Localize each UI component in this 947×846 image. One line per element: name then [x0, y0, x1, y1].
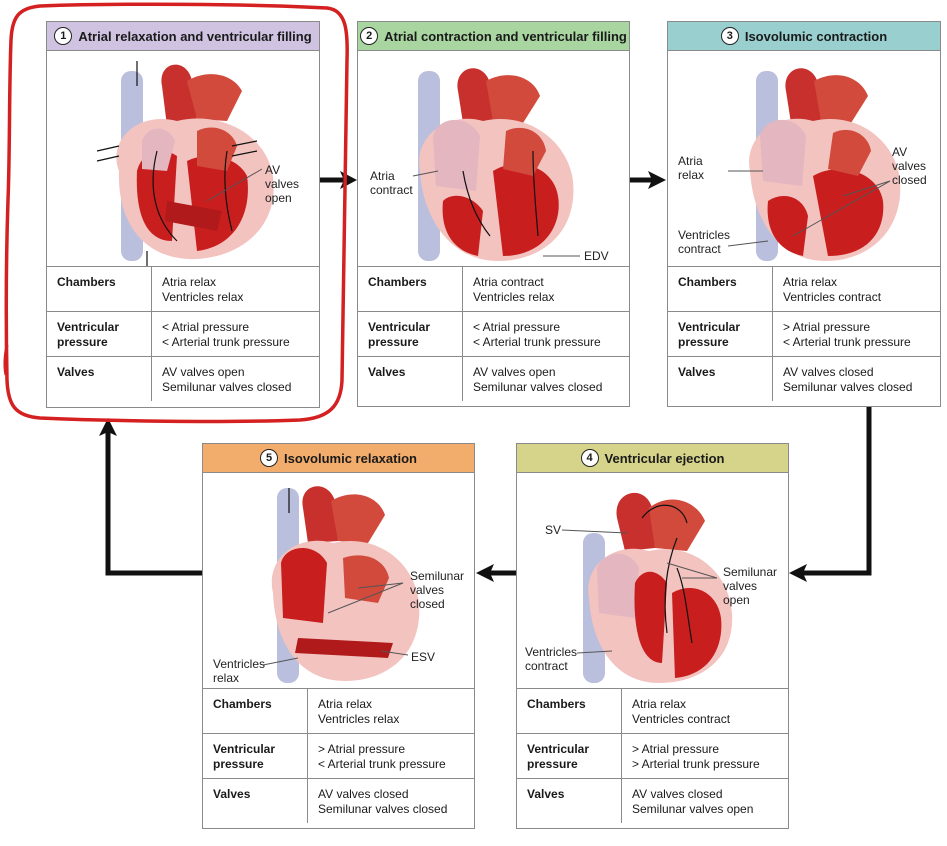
label-chambers: Chambers — [47, 267, 152, 312]
stage-title: Atrial relaxation and ventricular fillin… — [78, 28, 312, 44]
label-valves: Valves — [203, 778, 308, 823]
heart-illustration: Atria contract EDV — [358, 51, 629, 267]
value-ventricular-pressure: > Atrial pressure> Arterial trunk pressu… — [621, 733, 788, 779]
stage-title: Isovolumic relaxation — [284, 450, 417, 466]
stage-title: Atrial contraction and ventricular filli… — [384, 28, 627, 44]
stage-panel-3: 3 Isovolumic contraction Atria relax AV … — [667, 21, 941, 407]
stage-4-header: 4 Ventricular ejection — [517, 444, 788, 473]
label-valves: Valves — [668, 356, 773, 401]
label-chambers: Chambers — [517, 689, 622, 734]
stage-panel-1: 1 Atrial relaxation and ventricular fill… — [46, 21, 320, 408]
callout-semilunar-valves-closed: Semilunar valves closed — [410, 569, 465, 611]
stage-panel-5: 5 Isovolumic relaxation Semilunar valves… — [202, 443, 475, 829]
stage-1-header: 1 Atrial relaxation and ventricular fill… — [47, 22, 319, 51]
callout-atria-contract: Atria contract — [370, 169, 413, 197]
heart-illustration: SV Semilunar valves open Ventricles cont… — [517, 473, 788, 689]
stage-3-header: 3 Isovolumic contraction — [668, 22, 940, 51]
heart-illustration: Semilunar valves closed ESV Ventricles r… — [203, 473, 474, 689]
callout-av-valves-open: AV valves open — [265, 163, 300, 205]
stage-title: Ventricular ejection — [604, 450, 725, 466]
stage-number-badge: 1 — [54, 27, 73, 45]
stage-number-badge: 5 — [260, 449, 279, 467]
label-valves: Valves — [517, 778, 622, 823]
callout-atria-relax: Atria relax — [678, 154, 705, 182]
stage-panel-2: 2 Atrial contraction and ventricular fil… — [357, 21, 630, 407]
heart-illustration: Atria relax AV valves closed Ventricles … — [668, 51, 940, 267]
label-chambers: Chambers — [203, 689, 308, 734]
stage-2-header: 2 Atrial contraction and ventricular fil… — [358, 22, 629, 51]
arrow-stage2-to-stage3 — [630, 171, 666, 189]
arrow-stage4-to-stage5 — [476, 564, 516, 582]
callout-esv: ESV — [411, 650, 436, 664]
label-valves: Valves — [47, 356, 152, 401]
value-ventricular-pressure: < Atrial pressure< Arterial trunk pressu… — [151, 311, 319, 357]
callout-edv: EDV — [584, 249, 609, 263]
callout-semilunar-valves-open: Semilunar valves open — [723, 565, 778, 607]
stage-number-badge: 4 — [580, 449, 599, 467]
value-ventricular-pressure: > Atrial pressure< Arterial trunk pressu… — [307, 733, 474, 779]
arrow-stage3-to-stage4 — [789, 407, 872, 582]
stage-title: Isovolumic contraction — [744, 28, 888, 44]
heart-illustration: AV valves open — [47, 51, 319, 267]
label-chambers: Chambers — [358, 267, 463, 312]
label-chambers: Chambers — [668, 267, 773, 312]
callout-sv: SV — [545, 523, 562, 537]
value-ventricular-pressure: < Atrial pressure< Arterial trunk pressu… — [462, 311, 629, 357]
stage-5-header: 5 Isovolumic relaxation — [203, 444, 474, 473]
arrow-stage1-to-stage2 — [320, 171, 357, 189]
label-valves: Valves — [358, 356, 463, 401]
stage-number-badge: 3 — [720, 27, 739, 45]
callout-ventricles-contract: Ventricles contract — [678, 228, 731, 256]
highlight-annotation — [4, 2, 349, 424]
stage-panel-4: 4 Ventricular ejection SV Semilunar valv… — [516, 443, 789, 829]
value-ventricular-pressure: > Atrial pressure< Arterial trunk pressu… — [772, 311, 940, 357]
stage-number-badge: 2 — [360, 27, 379, 45]
callout-ventricles-relax: Ventricles relax — [213, 657, 266, 685]
callout-av-valves-closed: AV valves closed — [892, 145, 927, 187]
callout-ventricles-contract: Ventricles contract — [525, 645, 578, 673]
arrow-stage5-to-stage1 — [99, 418, 202, 576]
